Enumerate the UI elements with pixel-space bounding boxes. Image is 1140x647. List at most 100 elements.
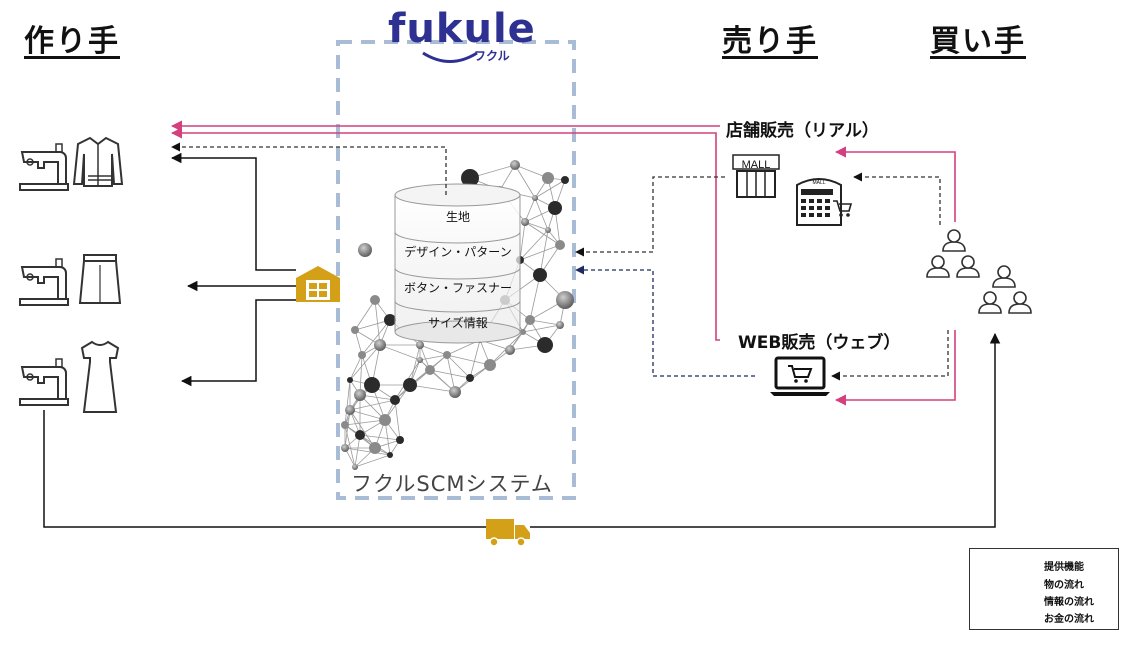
network-edge — [349, 409, 376, 449]
person-head — [947, 229, 961, 243]
person-body — [992, 277, 1016, 288]
network-node — [379, 414, 391, 426]
network-node — [364, 377, 380, 393]
network-node — [416, 341, 424, 349]
legend-item: 物の流れ — [970, 576, 1118, 592]
network-node — [369, 442, 381, 454]
network-edge — [446, 354, 471, 379]
db-layer-button-zipper: ボタン・ファスナー — [403, 281, 512, 295]
network-edge — [446, 354, 491, 366]
network-node — [510, 160, 520, 170]
dress-icon — [80, 340, 120, 413]
network-node — [521, 218, 529, 226]
network-edge — [519, 221, 526, 261]
network-edge — [349, 409, 386, 421]
makers-header: 作り手 — [24, 24, 120, 59]
network-edge — [529, 319, 561, 326]
info-flow-web-to-system — [575, 265, 755, 377]
network-edge — [344, 419, 386, 426]
network-node — [461, 169, 479, 187]
mall-sign-small-text: MALL — [812, 180, 825, 186]
buyers-header: 買い手 — [930, 24, 1026, 59]
fukule-logo: fukule — [388, 6, 536, 52]
network-edge — [344, 424, 356, 468]
network-edge — [374, 299, 381, 346]
network-node — [417, 357, 423, 363]
jacket-icon — [72, 136, 124, 187]
info-flow-store-to-system — [575, 176, 725, 257]
network-node — [556, 291, 574, 309]
legend-item: お金の流れ — [970, 610, 1118, 626]
network-node — [555, 240, 565, 250]
network-edge — [359, 354, 363, 396]
network-edge — [522, 324, 561, 333]
goods-flow-maker-to-buyer — [43, 334, 995, 528]
store-sales-label: 店舗販売（リアル） — [726, 121, 879, 141]
logo-smile-icon — [422, 51, 478, 63]
network-node — [545, 227, 551, 233]
shopping-building-icon — [796, 178, 853, 226]
db-layer-size-info: サイズ情報 — [428, 316, 488, 330]
sewing-machine-icon — [19, 358, 69, 406]
network-edge — [354, 329, 363, 356]
person-body — [956, 267, 980, 278]
network-node — [443, 351, 451, 359]
network-edge — [419, 344, 448, 356]
network-node — [351, 326, 359, 334]
network-node — [370, 295, 380, 305]
person-head — [961, 255, 975, 269]
money-flow-buyer-to-store — [834, 146, 956, 222]
network-edge — [529, 274, 541, 321]
network-node — [556, 321, 564, 329]
network-edge — [344, 447, 391, 456]
network-node — [505, 345, 515, 355]
laptop-cart-icon — [770, 356, 830, 396]
network-node — [387, 452, 393, 458]
warehouse-icon — [296, 266, 340, 302]
legend-label: 物の流れ — [1044, 580, 1084, 591]
network-node — [403, 378, 417, 392]
flow-lines — [43, 120, 995, 528]
network-node — [384, 314, 396, 326]
network-node — [533, 268, 547, 282]
network-node — [355, 430, 365, 440]
money-flow-web-to-maker — [170, 127, 720, 341]
network-edge — [534, 197, 549, 231]
skirt-icon — [78, 254, 122, 304]
network-edge — [514, 164, 536, 199]
truck-icon — [486, 519, 530, 547]
goods-flow-warehouse-to-dress — [180, 299, 296, 387]
mall-sign-text: MALL — [742, 159, 771, 171]
legend-label: お金の流れ — [1044, 614, 1094, 625]
network-edge — [354, 434, 361, 468]
network-node — [345, 405, 355, 415]
network-node — [520, 329, 526, 335]
network-edge — [446, 354, 456, 393]
network-node — [537, 337, 553, 353]
network-node — [341, 444, 349, 452]
legend-item: 提供機能 — [970, 558, 1118, 574]
buyers-people-icon — [926, 229, 1032, 314]
network-node — [390, 395, 400, 405]
network-edge — [344, 379, 351, 426]
network-edge — [524, 221, 561, 246]
legend-label: 提供機能 — [1044, 562, 1084, 573]
network-node — [525, 315, 535, 325]
person-head — [1013, 291, 1027, 305]
person-head — [931, 255, 945, 269]
network-edge — [379, 344, 421, 361]
legend-item: 情報の流れ — [970, 593, 1118, 609]
network-node — [542, 172, 554, 184]
network-edge — [394, 399, 401, 441]
legend: 提供機能 物の流れ 情報の流れ お金の流れ — [969, 548, 1119, 630]
info-flow-buyer-to-web — [831, 330, 949, 381]
network-node — [484, 359, 496, 371]
network-edge — [539, 229, 549, 276]
sewing-machine-icon — [19, 258, 69, 306]
network-edge — [429, 369, 471, 379]
network-edge — [519, 244, 561, 261]
person-body — [978, 303, 1002, 314]
mall-store-icon — [732, 154, 780, 198]
network-edge — [524, 197, 536, 223]
